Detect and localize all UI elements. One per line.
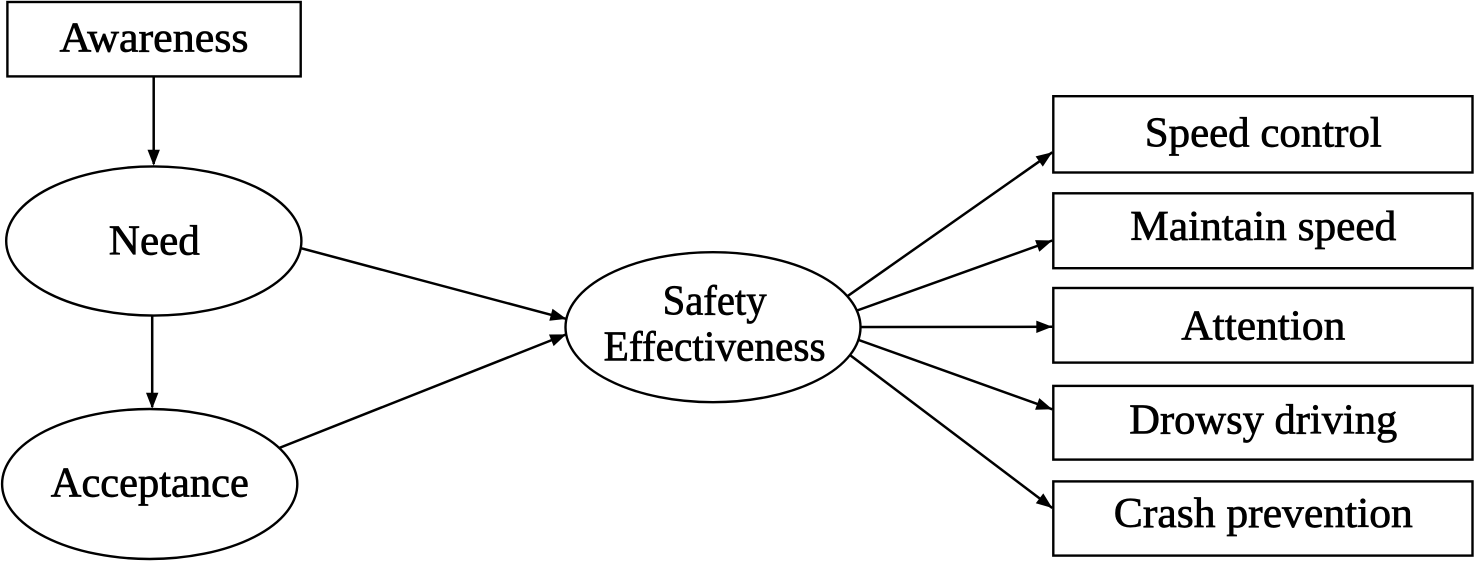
svg-text:Safety: Safety xyxy=(663,278,767,324)
svg-text:Speed control: Speed control xyxy=(1145,110,1382,156)
svg-text:Attention: Attention xyxy=(1181,304,1345,350)
svg-text:Need: Need xyxy=(109,219,200,265)
svg-text:Effectiveness: Effectiveness xyxy=(604,325,826,371)
svg-text:Maintain speed: Maintain speed xyxy=(1130,204,1396,250)
svg-text:Awareness: Awareness xyxy=(60,16,249,62)
svg-text:Drowsy driving: Drowsy driving xyxy=(1129,397,1397,443)
svg-text:Crash prevention: Crash prevention xyxy=(1114,491,1413,537)
svg-text:Acceptance: Acceptance xyxy=(51,461,249,507)
